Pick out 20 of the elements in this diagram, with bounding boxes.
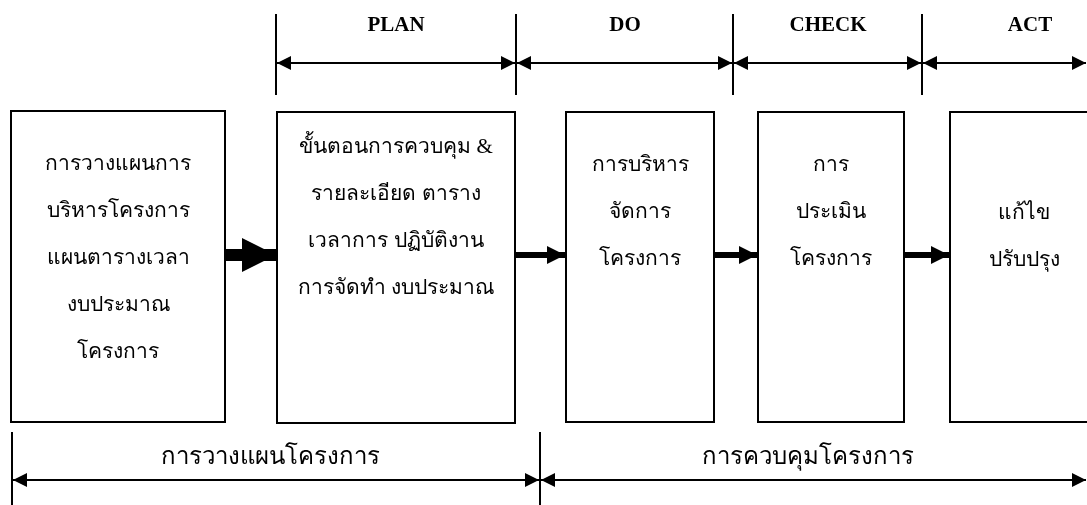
process-box	[565, 111, 715, 423]
process-box	[276, 111, 516, 424]
arrow	[715, 246, 757, 264]
process-box	[757, 111, 905, 423]
phase-label: ACT	[1007, 12, 1053, 37]
stage-label: การวางแผนโครงการ	[160, 441, 380, 471]
box-text: ขั้นตอนการควบคุม & รายละเอียด ตารางเวลาการ ปฏิบัติงาน การจัดทำ งบประมาณ	[296, 113, 496, 422]
phase-label: DO	[609, 12, 641, 37]
arrow	[516, 246, 565, 264]
process-box	[949, 111, 1087, 423]
box-text: แก้ไข ปรับปรุง	[987, 199, 1061, 274]
phase-label: CHECK	[789, 12, 867, 37]
box-text: การบริหาร จัดการ โครงการ	[590, 151, 690, 272]
process-box	[10, 110, 226, 423]
arrow	[905, 246, 949, 264]
phase-label: PLAN	[367, 12, 425, 37]
box-text: การ ประเมิน โครงการ	[789, 151, 873, 272]
arrow	[226, 238, 276, 272]
stage-label: การควบคุมโครงการ	[702, 441, 914, 473]
box-text: การวางแผนการ บริหารโครงการ แผนตารางเวลา งบประมาณ โครงการ	[44, 150, 192, 365]
